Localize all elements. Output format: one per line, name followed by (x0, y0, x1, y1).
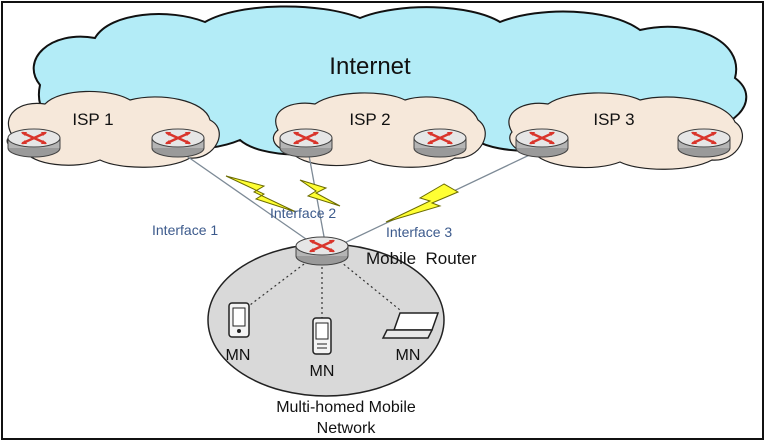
mobile-router-label: Mobile Router (366, 249, 477, 268)
node-3-label: MN (396, 347, 421, 364)
isp-2-label: ISP 2 (349, 110, 390, 129)
node-links (249, 257, 401, 318)
interface-2-label: Interface 2 (270, 205, 336, 221)
lightning-bolt-1 (225, 175, 297, 213)
isp-1-label: ISP 1 (72, 110, 113, 129)
isp-3-label: ISP 3 (593, 110, 634, 129)
router-isp3-right (676, 127, 732, 159)
lightning-bolt-2 (299, 179, 341, 207)
router-isp2-left (278, 127, 334, 159)
network-label-line1: Multi-homed Mobile (276, 399, 416, 416)
mobile-router (294, 235, 350, 267)
node-1-label: MN (226, 347, 251, 364)
interface-3-label: Interface 3 (386, 224, 452, 240)
laptop-icon (381, 312, 440, 339)
router-isp1-left (6, 127, 62, 159)
interface-1-label: Interface 1 (152, 222, 218, 238)
node-2-label: MN (310, 363, 335, 380)
pda-icon (228, 302, 250, 338)
internet-label: Internet (329, 53, 411, 80)
router-isp2-right (412, 127, 468, 159)
router-isp1-right (150, 127, 206, 159)
network-label-line2: Network (317, 420, 377, 437)
uplink-lines (177, 149, 541, 247)
wireless-links (225, 175, 460, 223)
router-isp3-left (514, 127, 570, 159)
lightning-bolt-3 (385, 183, 460, 223)
phone-icon (312, 317, 332, 355)
